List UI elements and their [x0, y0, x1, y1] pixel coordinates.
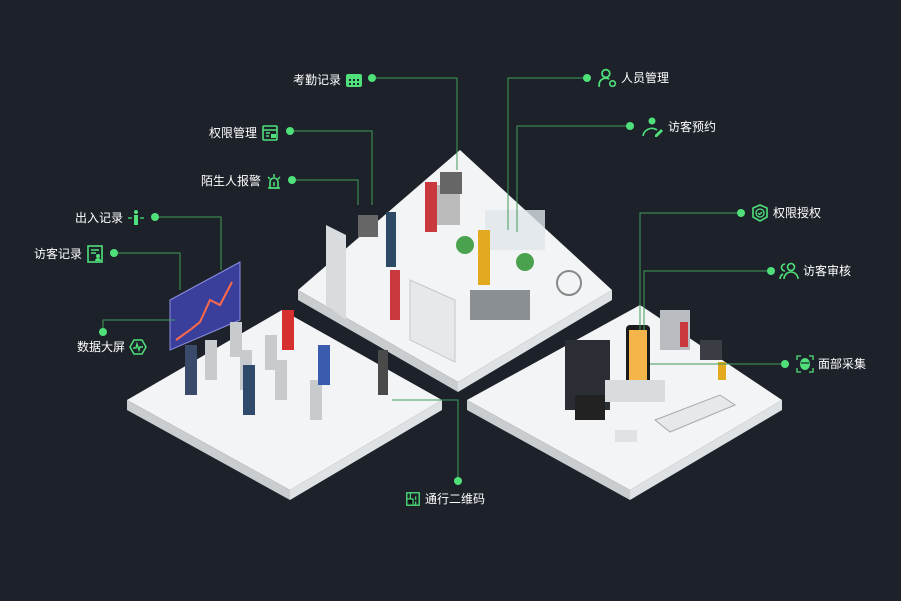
label-text: 访客记录: [34, 247, 83, 261]
person-pass-icon: [128, 210, 145, 225]
label-visitor-booking[interactable]: 访客预约: [640, 117, 716, 137]
label-text: 访客审核: [803, 264, 852, 278]
visitor-document-icon: [87, 245, 103, 263]
right-platform: [467, 305, 782, 500]
label-attendance[interactable]: 考勤记录: [293, 71, 363, 89]
label-data-screen[interactable]: 数据大屏: [77, 338, 147, 356]
alarm-light-icon: [267, 174, 281, 189]
qr-code-icon: [406, 492, 420, 506]
label-text: 访客预约: [668, 120, 717, 134]
permission-card-icon: [262, 125, 278, 141]
label-visitor-record[interactable]: 访客记录: [34, 245, 104, 263]
label-text: 陌生人报警: [201, 174, 262, 188]
user-edit-icon: [642, 117, 663, 137]
left-platform: [127, 261, 442, 500]
face-scan-icon: [796, 355, 814, 373]
user-gear-icon: [598, 68, 617, 88]
label-stranger-alarm[interactable]: 陌生人报警: [201, 172, 283, 190]
label-text: 考勤记录: [293, 73, 342, 87]
users-icon: [779, 262, 799, 280]
label-face-capture[interactable]: 面部采集: [796, 355, 866, 373]
label-staff-management[interactable]: 人员管理: [597, 68, 669, 88]
label-text: 面部采集: [818, 357, 867, 371]
connector-lines: [102, 77, 785, 481]
shield-check-icon: [752, 204, 768, 222]
label-entry-record[interactable]: 出入记录: [75, 209, 145, 227]
calendar-icon: [346, 74, 363, 87]
label-authorization[interactable]: 权限授权: [751, 204, 821, 222]
connector-dots: [99, 74, 789, 485]
label-text: 人员管理: [621, 71, 670, 85]
label-text: 权限管理: [209, 126, 258, 140]
label-visitor-review[interactable]: 访客审核: [779, 262, 851, 280]
label-text: 通行二维码: [425, 492, 486, 506]
pulse-hexagon-icon: [129, 339, 147, 355]
label-qr-pass[interactable]: 通行二维码: [405, 491, 485, 507]
label-text: 数据大屏: [77, 340, 126, 354]
label-text: 权限授权: [773, 206, 822, 220]
label-permission-management[interactable]: 权限管理: [209, 124, 279, 142]
center-platform: [298, 150, 612, 392]
label-text: 出入记录: [75, 211, 124, 225]
